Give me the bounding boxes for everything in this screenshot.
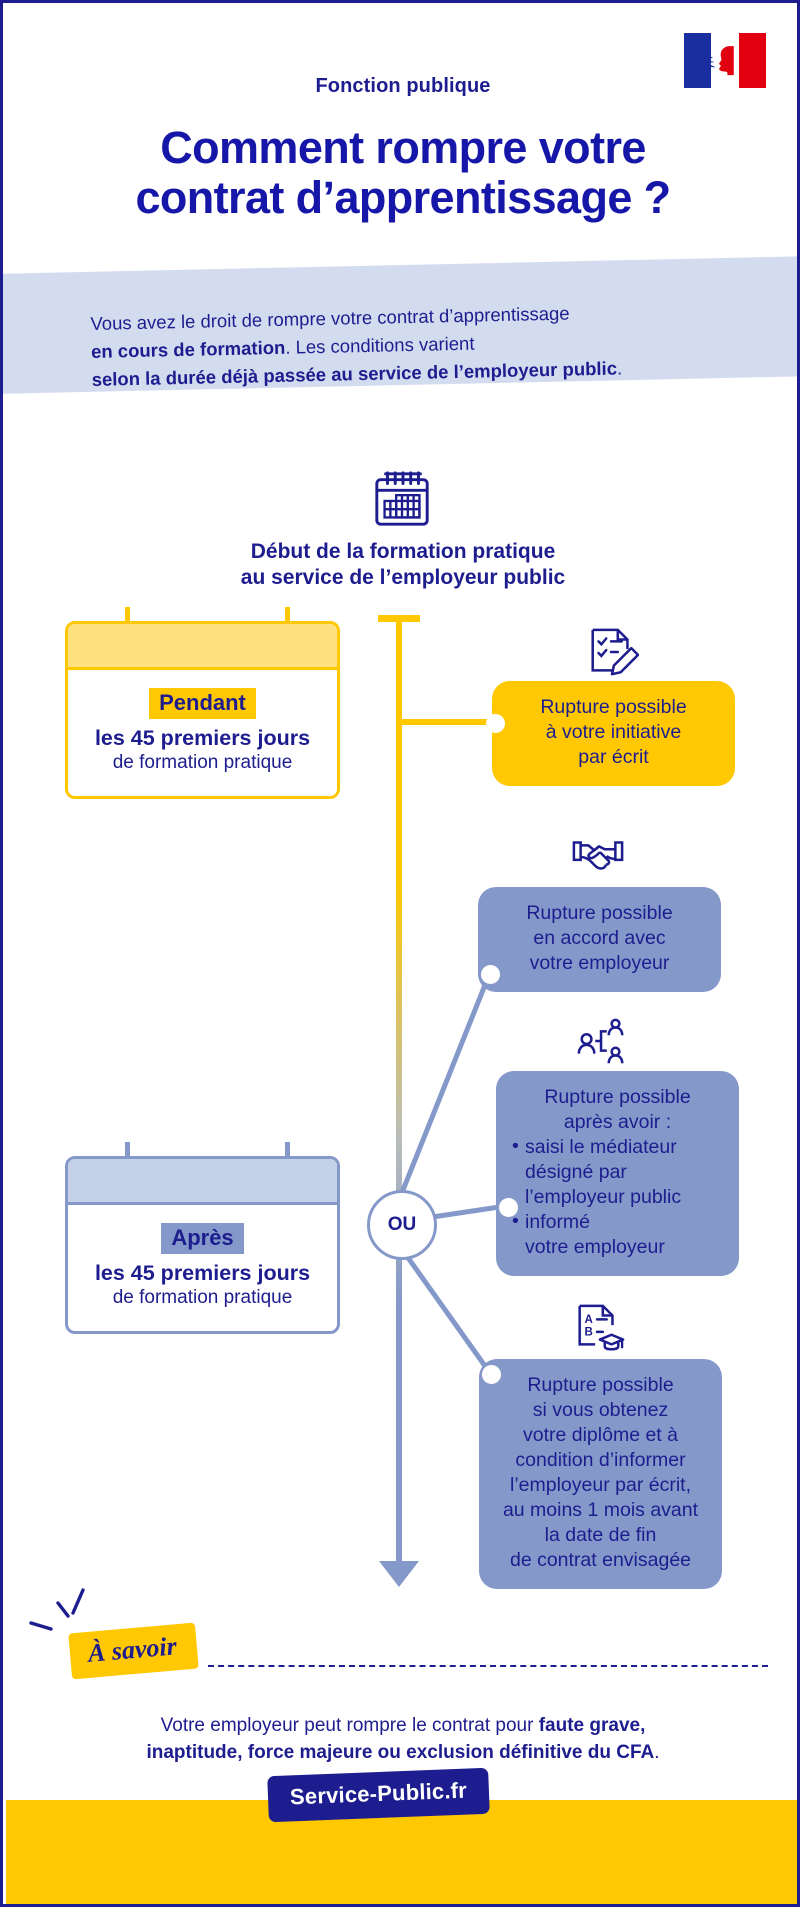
outcome-dot-diplome xyxy=(482,1365,501,1384)
outcome-diplome-line-7: la date de fin xyxy=(544,1523,657,1546)
outcome-diplome-line-6: au moins 1 mois avant xyxy=(502,1498,699,1521)
outcome-mediateur-bullet-1-line-2: désigné par xyxy=(525,1160,627,1183)
a-savoir-badge: À savoir xyxy=(68,1622,199,1680)
a-savoir-line-2-bold: inaptitude, force majeure ou exclusion d… xyxy=(146,1741,655,1763)
mediation-people-icon xyxy=(577,1018,624,1064)
period-line1-apres: les 45 premiers jours xyxy=(94,1261,311,1285)
outcome-initiative-line-1: Rupture possible xyxy=(540,696,687,718)
outcome-mediateur-bullet-1-line-1: saisi le médiateur xyxy=(525,1135,677,1158)
outcome-diplome-line-2: si vous obtenez xyxy=(532,1398,669,1421)
a-savoir-line-1-rest: Votre employeur peut rompre le contrat p… xyxy=(160,1715,539,1736)
outcome-bubble-accord-employeur: Rupture possible en accord avec votre em… xyxy=(478,887,721,992)
timeline-heading-line-2: au service de l’employeur public xyxy=(240,566,566,590)
outcome-accord-line-2: en accord avec xyxy=(533,926,666,949)
calendar-tick-left-apres xyxy=(125,1142,130,1166)
svg-text:B: B xyxy=(585,1327,593,1339)
a-savoir-line-2-rest: . xyxy=(654,1741,660,1763)
timeline-branch-connector-yellow xyxy=(399,719,489,725)
outcome-dot-mediateur xyxy=(499,1198,518,1217)
timeline-heading: Début de la formation pratique au servic… xyxy=(3,539,797,592)
outcome-mediateur-bullet-2-line-2: votre employeur xyxy=(525,1235,665,1258)
timeline-heading-line-1: Début de la formation pratique xyxy=(250,540,556,563)
sparkle-lines-icon xyxy=(29,1588,85,1631)
timeline-or-node: OU xyxy=(367,1190,437,1260)
outcome-bubble-diplome: Rupture possible si vous obtenez votre d… xyxy=(479,1359,722,1589)
outcome-mediateur-bullet-2: informé votre employeur xyxy=(510,1209,725,1260)
a-savoir-text: Votre employeur peut rompre le contrat p… xyxy=(3,1713,797,1767)
outcome-mediateur-bullet-2-line-1: informé xyxy=(525,1210,591,1233)
service-public-logo[interactable]: Service-Public.fr xyxy=(267,1767,490,1823)
period-line2-pendant: de formation pratique xyxy=(112,752,293,774)
calendar-icon xyxy=(375,471,429,526)
calendar-tick-right-pendant xyxy=(285,607,290,631)
period-card-pendant: Pendant les 45 premiers jours de formati… xyxy=(65,621,340,800)
diploma-document-icon: A B xyxy=(578,1304,625,1351)
outcome-diplome-line-5: l’employeur par écrit, xyxy=(510,1473,691,1496)
outcome-mediateur-bullets: saisi le médiateur désigné par l’employe… xyxy=(510,1134,725,1260)
period-card-header-pendant xyxy=(68,624,337,670)
outcome-diplome-line-4: condition d’informer xyxy=(515,1448,686,1471)
intro-line-3-rest: . xyxy=(616,357,623,379)
outcome-mediateur-bullet-1-line-3: l’employeur public xyxy=(525,1185,682,1208)
eyebrow-label: Fonction publique xyxy=(315,75,491,97)
outcome-bubble-initiative: Rupture possible à votre initiative par … xyxy=(492,681,735,786)
outcome-dot-initiative xyxy=(486,714,505,733)
handshake-icon xyxy=(572,841,624,870)
period-card-body-pendant: Pendant les 45 premiers jours de formati… xyxy=(68,670,337,796)
outcome-diplome-line-8: de contrat envisagée xyxy=(509,1548,692,1571)
a-savoir-line-1-bold: faute grave, xyxy=(538,1715,646,1736)
outcome-bubble-mediateur: Rupture possible après avoir : saisi le … xyxy=(496,1071,739,1276)
period-chip-apres: Après xyxy=(161,1223,244,1254)
calendar-tick-left-pendant xyxy=(125,607,130,631)
timeline-spine xyxy=(396,615,402,1567)
timeline-arrow-head xyxy=(379,1561,419,1587)
page-title: Comment rompre votre contrat d’apprentis… xyxy=(3,122,797,224)
outcome-initiative-line-3: par écrit xyxy=(578,745,649,768)
outcome-dot-accord-employeur xyxy=(481,965,500,984)
outcome-initiative-line-2: à votre initiative xyxy=(545,720,682,743)
footer-band xyxy=(6,1800,797,1904)
a-savoir-divider xyxy=(208,1665,768,1667)
page-title-line-2: contrat d’apprentissage ? xyxy=(135,172,671,224)
outcome-mediateur-line-2: après avoir : xyxy=(563,1110,672,1133)
outcome-diplome-line-3: votre diplôme et à xyxy=(522,1423,678,1446)
page-title-line-1: Comment rompre votre xyxy=(160,122,646,173)
period-chip-pendant: Pendant xyxy=(149,688,256,719)
checklist-pen-icon xyxy=(591,628,639,676)
marianne-icon xyxy=(704,46,734,76)
period-line2-apres: de formation pratique xyxy=(112,1287,293,1309)
outcome-mediateur-bullet-1: saisi le médiateur désigné par l’employe… xyxy=(510,1134,725,1210)
a-savoir-line-2: inaptitude, force majeure ou exclusion d… xyxy=(3,1740,797,1767)
period-card-header-apres xyxy=(68,1159,337,1205)
flag-white-band xyxy=(704,33,739,88)
intro-text: Vous avez le droit de rompre votre contr… xyxy=(90,296,732,394)
flag-blue-band xyxy=(684,33,712,88)
calendar-tick-right-apres xyxy=(285,1142,290,1166)
outcome-accord-line-1: Rupture possible xyxy=(526,902,673,924)
a-savoir-line-1: Votre employeur peut rompre le contrat p… xyxy=(3,1713,797,1740)
outcome-diplome-line-1: Rupture possible xyxy=(527,1374,674,1396)
french-republic-flag-logo xyxy=(684,33,766,88)
intro-line-2-rest: . Les conditions varient xyxy=(285,332,475,358)
period-card-body-apres: Après les 45 premiers jours de formation… xyxy=(68,1205,337,1331)
outcome-accord-line-3: votre employeur xyxy=(529,951,670,974)
period-line1-pendant: les 45 premiers jours xyxy=(94,726,311,750)
svg-text:A: A xyxy=(585,1314,594,1326)
intro-line-2-bold: en cours de formation xyxy=(90,336,286,363)
period-card-apres: Après les 45 premiers jours de formation… xyxy=(65,1156,340,1335)
outcome-mediateur-line-1: Rupture possible xyxy=(544,1086,691,1108)
flag-red-band xyxy=(738,33,766,88)
